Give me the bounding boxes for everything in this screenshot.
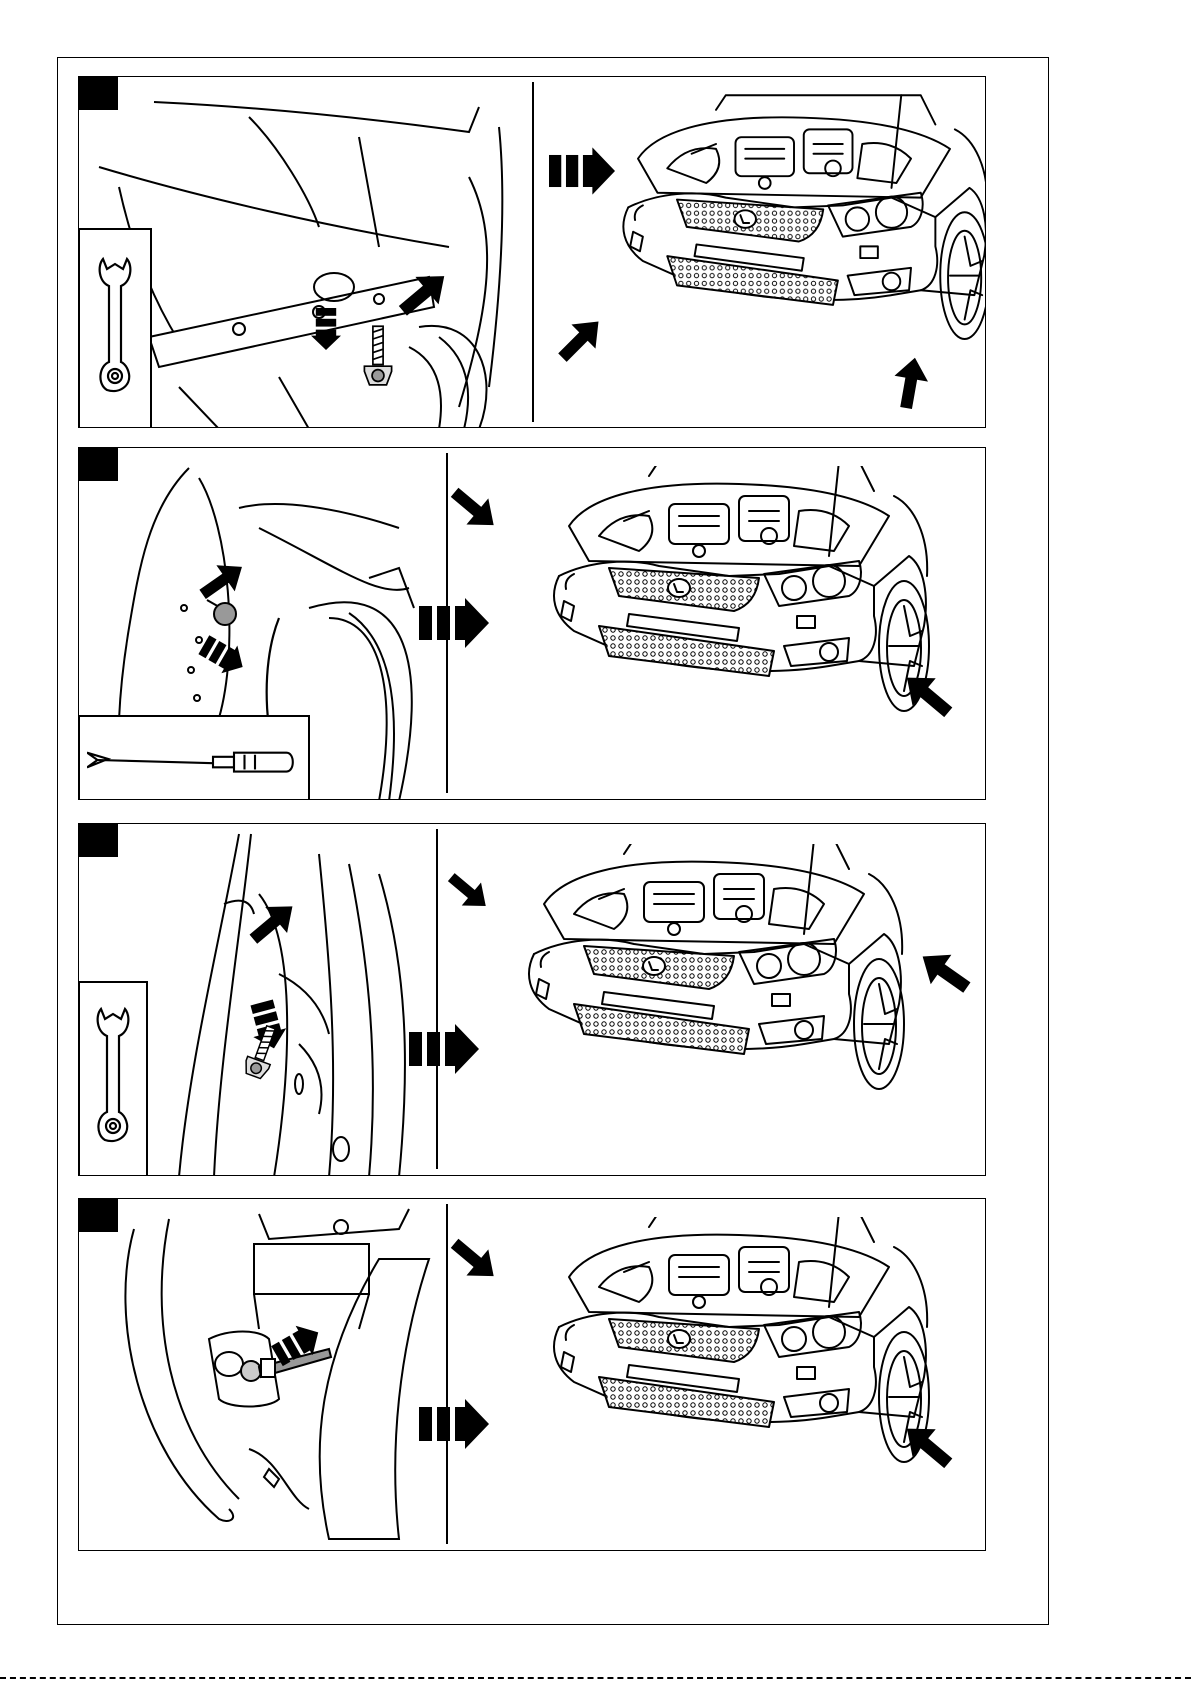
connector-detail-panel [125,1204,447,1544]
pointer-arrow-right [912,942,977,1002]
step-2-panel [78,447,986,800]
pointer-arrow-left [444,1230,505,1289]
step-1-illustration [79,77,986,428]
pointer-arrow-right [889,355,931,411]
bolt-detail-panel [99,82,533,428]
progress-arrow [549,147,615,194]
progress-arrow [409,1024,479,1074]
page-bottom-rule [0,1677,1191,1679]
push-clip-icon [207,600,236,625]
car-front-overview [623,95,986,339]
step-3-illustration [79,824,986,1176]
step-4-illustration [79,1199,986,1551]
hex-bolt-icon [364,326,391,385]
car-front-overview [554,1212,929,1462]
bolt-detail-panel [179,829,437,1176]
pointer-arrow-left [442,866,496,918]
step-3-panel [78,823,986,1176]
pointer-arrow [242,893,303,952]
pointer-arrow-left [444,479,505,538]
step-1-panel [78,76,986,428]
progress-arrow [419,1399,489,1449]
connector-icon [215,1349,331,1381]
tool-inset [79,229,151,428]
pointer-arrow-left [550,310,610,370]
pointer-arrow [193,554,251,608]
removal-direction-arrow [196,631,251,681]
step-4-panel [78,1198,986,1551]
tool-inset [79,982,147,1176]
car-front-overview [529,839,904,1089]
progress-arrow [419,598,489,648]
step-2-illustration [79,448,986,800]
car-front-overview [554,461,929,711]
